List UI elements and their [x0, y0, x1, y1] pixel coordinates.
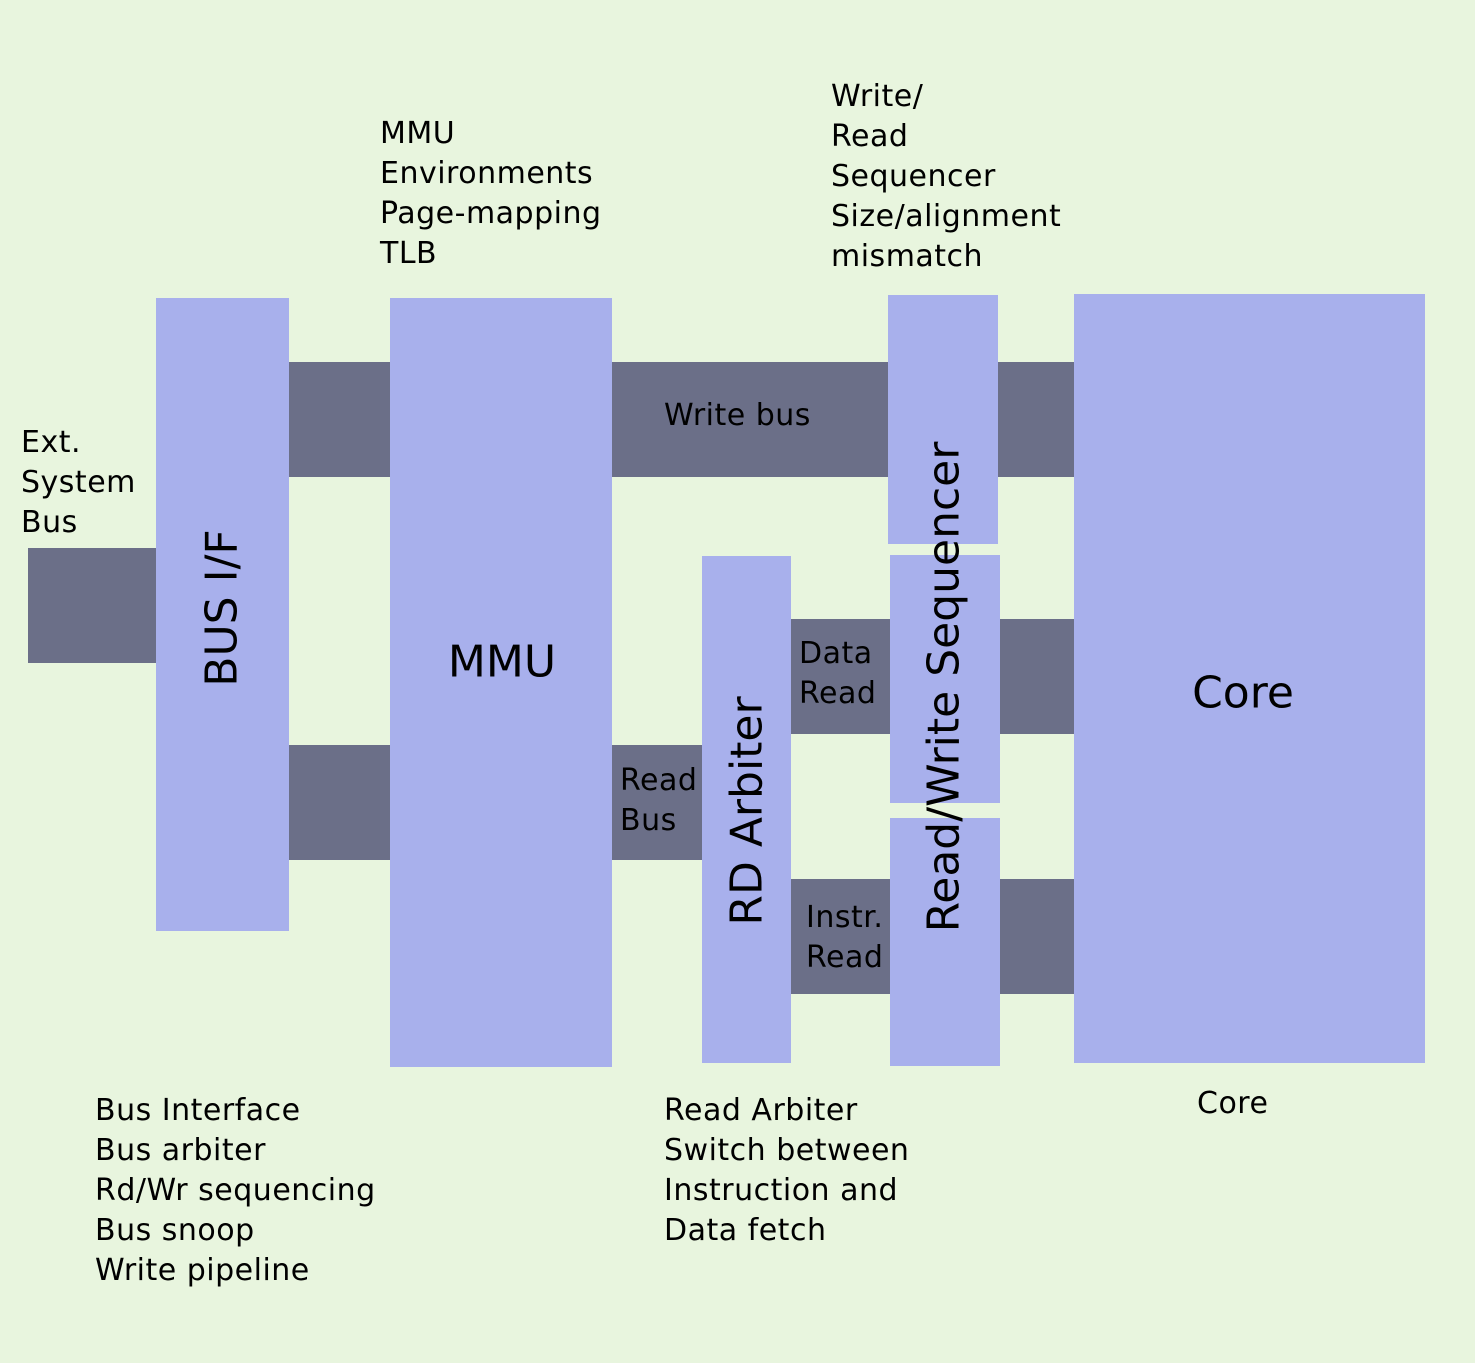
core-block [1074, 294, 1425, 1063]
read-bus [611, 745, 705, 860]
mmu-block [390, 298, 612, 1067]
write-bus [611, 362, 891, 477]
bus-if-label: BUS I/F [196, 529, 248, 687]
rd-arbiter-label: RD Arbiter [721, 696, 773, 926]
ext-system-bus-connector [28, 548, 158, 663]
rw-sequencer-instr-block [890, 818, 1000, 1066]
data-read-label: Data Read [799, 636, 877, 711]
bus-if-annotation: Bus Interface Bus arbiter Rd/Wr sequenci… [95, 1093, 376, 1288]
sequencer-core-data-connector [998, 619, 1078, 734]
sequencer-core-write-connector [996, 362, 1078, 477]
rd-arbiter-block [702, 556, 791, 1063]
sequencer-annotation: Write/ Read Sequencer Size/alignment mis… [831, 79, 1062, 274]
core-annotation: Core [1197, 1086, 1269, 1121]
rw-sequencer-write-block [888, 295, 998, 544]
busif-mmu-upper-connector [288, 362, 392, 477]
read-bus-label: Read Bus [620, 763, 698, 838]
core-label: Core [1192, 667, 1294, 719]
bus-if-block [156, 298, 289, 931]
instr-read-label: Instr. Read [806, 900, 884, 975]
rw-sequencer-label: Read/Write Sequencer [918, 441, 970, 933]
data-read-bus [789, 619, 893, 734]
mmu-label: MMU [447, 636, 557, 688]
busif-mmu-lower-connector [288, 745, 392, 860]
sequencer-core-instr-connector [998, 879, 1078, 994]
mmu-annotation: MMU Environments Page-mapping TLB [380, 116, 602, 271]
write-bus-label: Write bus [664, 398, 811, 433]
ext-bus-annotation: Ext. System Bus [21, 425, 136, 540]
arbiter-annotation: Read Arbiter Switch between Instruction … [664, 1093, 910, 1248]
instr-read-bus [789, 879, 893, 994]
rw-sequencer-data-block [890, 555, 1000, 803]
